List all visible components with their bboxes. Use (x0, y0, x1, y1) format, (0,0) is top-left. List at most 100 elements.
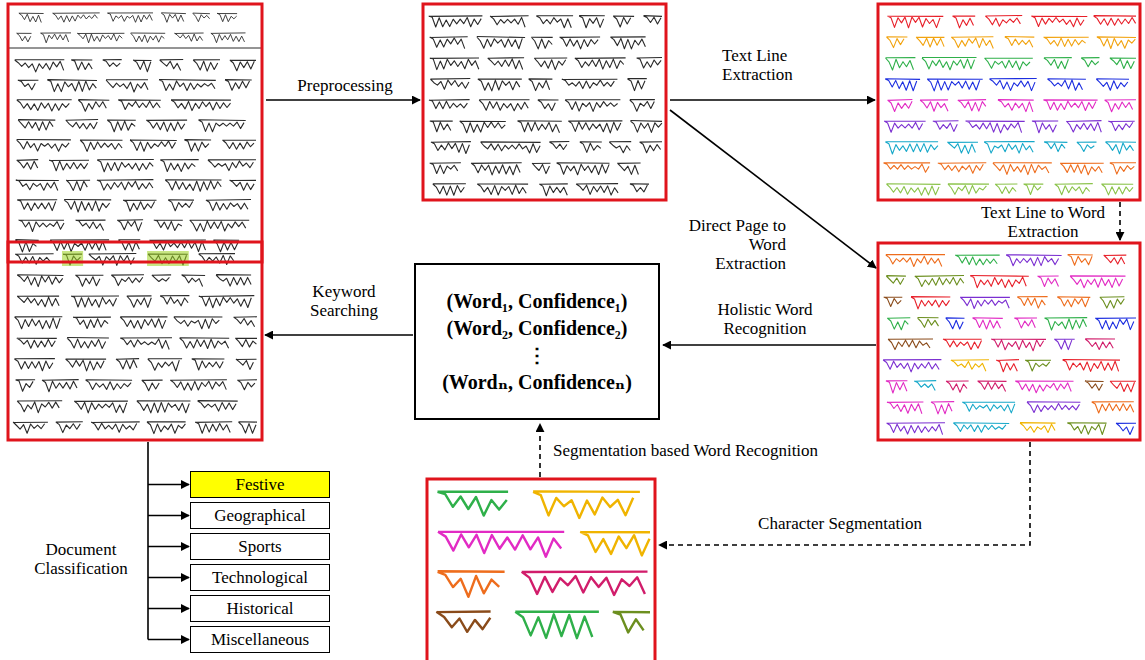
handwriting-stroke (887, 37, 908, 48)
handwriting-stroke (107, 120, 136, 132)
handwriting-stroke (429, 100, 470, 109)
step-label: Character Segmentation (720, 514, 960, 533)
handwriting-stroke (998, 100, 1034, 112)
handwriting-stroke (234, 317, 257, 327)
handwriting-stroke (225, 80, 252, 91)
segmentation-recognition-arrow (539, 424, 541, 477)
handwriting-stroke (1102, 184, 1134, 195)
handwriting-stroke (927, 79, 983, 91)
handwriting-stroke (80, 140, 122, 151)
handwriting-stroke (985, 16, 1022, 27)
handwriting-stroke (922, 58, 977, 70)
classification-branch (148, 515, 189, 517)
handwriting-stroke (17, 338, 57, 348)
class-box: Sports (190, 533, 330, 560)
handwriting-stroke (174, 317, 223, 329)
class-name: Festive (235, 475, 284, 495)
handwriting-stroke (536, 16, 573, 28)
handwriting-stroke (1032, 16, 1088, 27)
handwriting-stroke (888, 16, 944, 28)
handwriting-stroke (17, 160, 39, 170)
handwriting-stroke (539, 184, 568, 196)
handwriting-stroke (946, 318, 965, 329)
classification-branch (148, 577, 189, 579)
handwriting-stroke (77, 33, 124, 43)
holistic-arrow (663, 344, 876, 346)
handwriting-stroke (1095, 318, 1136, 330)
handwriting-stroke (123, 200, 156, 211)
class-name: Technological (212, 568, 308, 588)
handwriting-stroke (199, 120, 246, 132)
handwriting-stroke (883, 360, 941, 372)
handwriting-stroke (575, 58, 626, 69)
handwriting-stroke (970, 276, 1029, 288)
handwriting-stroke (223, 140, 257, 149)
handwriting-stroke (1110, 381, 1136, 392)
handwriting-stroke (888, 100, 913, 112)
handwriting-stroke (613, 16, 634, 27)
handwriting-stroke (433, 184, 466, 195)
handwriting-stroke (918, 318, 939, 328)
handwriting-stroke (1020, 423, 1056, 433)
handwriting-stroke (147, 422, 186, 434)
handwriting-stroke (237, 380, 257, 390)
handwriting-stroke (1025, 360, 1051, 371)
class-box: Miscellaneous (190, 626, 330, 653)
handwriting-stroke (630, 184, 649, 192)
handwriting-stroke (887, 423, 945, 435)
handwriting-stroke (640, 142, 662, 153)
handwriting-stroke (1092, 402, 1134, 413)
word-confidence-pair: (Word₁, Confidence₁) (447, 288, 628, 315)
step-label: Segmentation based Word Recognition (553, 441, 853, 460)
handwriting-stroke (617, 163, 640, 175)
handwriting-stroke (148, 359, 182, 371)
handwriting-stroke (1116, 423, 1136, 435)
step-label: Text Line Extraction (722, 46, 822, 84)
handwriting-stroke (17, 401, 62, 413)
handwriting-stroke (438, 532, 564, 557)
handwriting-stroke (154, 220, 183, 231)
class-box: Technological (190, 564, 330, 591)
handwriting-stroke (1067, 423, 1106, 435)
handwriting-stroke (116, 359, 139, 369)
handwriting-stroke (67, 338, 109, 349)
handwriting-stroke (948, 184, 989, 194)
handwriting-stroke (239, 422, 258, 434)
handwriting-stroke (16, 180, 59, 191)
step-label: Direct Page to Word Extraction (686, 216, 786, 273)
handwriting-stroke (477, 184, 528, 195)
handwriting-stroke (175, 33, 204, 41)
handwriting-stroke (914, 381, 936, 391)
handwriting-stroke (430, 163, 461, 174)
handwriting-stroke (529, 79, 553, 91)
handwriting-stroke (190, 220, 250, 231)
handwriting-stroke (522, 572, 648, 595)
classification-trunk (147, 442, 149, 640)
handwriting-stroke (984, 142, 1035, 154)
handwriting-stroke (18, 80, 39, 90)
keyword-arrow (265, 334, 413, 336)
handwriting-stroke (884, 121, 926, 132)
handwriting-stroke (1032, 121, 1058, 133)
handwriting-stroke (430, 121, 453, 132)
handwriting-stroke (152, 275, 171, 282)
handwriting-stroke (568, 121, 622, 133)
handwriting-stroke (142, 380, 163, 391)
handwriting-stroke (886, 381, 908, 393)
handwriting-stroke (557, 163, 610, 175)
keyword-frame (8, 242, 262, 440)
handwriting-stroke (479, 100, 529, 111)
handwriting-stroke (1057, 297, 1090, 307)
step-label: Keyword Searching (294, 282, 394, 320)
handwriting-stroke (17, 33, 32, 42)
handwriting-stroke (1085, 339, 1115, 350)
handwriting-stroke (610, 37, 645, 49)
handwriting-stroke (885, 142, 938, 154)
handwriting-stroke (644, 16, 663, 24)
handwriting-stroke (1106, 142, 1137, 154)
handwriting-stroke (66, 359, 107, 371)
handwriting-stroke (951, 360, 989, 372)
handwriting-stroke (18, 120, 55, 131)
class-box: Geographical (190, 502, 330, 529)
